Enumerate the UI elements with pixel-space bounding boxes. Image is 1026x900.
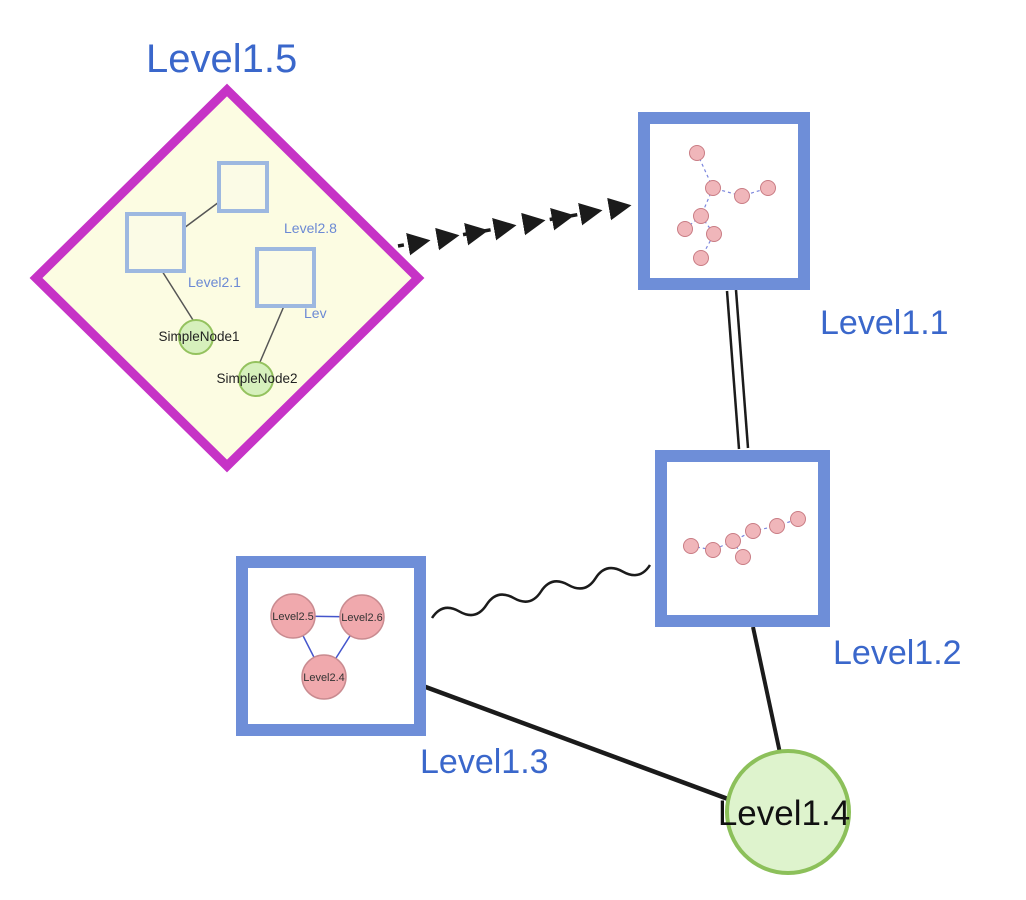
- label-level1-2: Level1.2: [833, 634, 962, 672]
- edge-level13-to-level12[interactable]: [430, 564, 652, 619]
- solid-edge[interactable]: [422, 683, 729, 802]
- diamond-shape[interactable]: [29, 83, 425, 473]
- node-simplenode2[interactable]: [238, 361, 274, 397]
- inner-edge: [259, 305, 285, 363]
- node-level1-5[interactable]: Level2.8 Level2.1 Lev SimpleNode1 Simple…: [29, 83, 425, 473]
- edge-level12-to-level14[interactable]: [751, 626, 782, 754]
- node-level2-lev[interactable]: [255, 247, 316, 308]
- node-level1-3[interactable]: Level2.5 Level2.6 Level2.4: [236, 556, 426, 736]
- inner-edge: [183, 201, 220, 229]
- group-square[interactable]: [236, 556, 426, 736]
- circle-shape[interactable]: [725, 749, 851, 875]
- mini-node[interactable]: [683, 538, 699, 554]
- mini-node[interactable]: [693, 250, 709, 266]
- label-level1-3: Level1.3: [420, 743, 549, 781]
- node-level1-2[interactable]: [655, 450, 830, 627]
- mini-node[interactable]: [760, 180, 776, 196]
- double-edge-line-2[interactable]: [734, 289, 750, 449]
- label-level1-5: Level1.5: [146, 37, 297, 81]
- node-level2-5[interactable]: [270, 593, 316, 639]
- wavy-edge[interactable]: [430, 564, 652, 619]
- label-simplenode1: SimpleNode1: [158, 329, 239, 344]
- mini-node[interactable]: [677, 221, 693, 237]
- mini-node[interactable]: [745, 523, 761, 539]
- label-simplenode2: SimpleNode2: [216, 371, 297, 386]
- node-level2-6[interactable]: [339, 594, 385, 640]
- node-level1-4[interactable]: Level1.4: [718, 749, 851, 875]
- level1-2-minigraph: [683, 511, 806, 565]
- inner-edge: [161, 270, 194, 321]
- mini-node[interactable]: [706, 226, 722, 242]
- mini-node[interactable]: [693, 208, 709, 224]
- mini-node[interactable]: [790, 511, 806, 527]
- mini-node[interactable]: [705, 180, 721, 196]
- label-level2-8: Level2.8: [284, 220, 337, 236]
- label-level1-4: Level1.4: [718, 794, 850, 833]
- edge-level13-to-level14[interactable]: [422, 683, 729, 802]
- edge-level15-to-level11[interactable]: [397, 197, 632, 256]
- mini-node[interactable]: [725, 533, 741, 549]
- group-square[interactable]: [655, 450, 830, 627]
- label-level1-1: Level1.1: [820, 304, 949, 342]
- edge-level11-to-level12[interactable]: [725, 289, 750, 450]
- label-level2-6: Level2.6: [341, 612, 383, 624]
- node-simplenode1[interactable]: [178, 319, 214, 355]
- label-level2-4: Level2.4: [303, 672, 345, 684]
- solid-edge[interactable]: [751, 626, 782, 754]
- mini-node[interactable]: [735, 549, 751, 565]
- double-edge-line-1[interactable]: [725, 290, 741, 450]
- group-square[interactable]: [638, 112, 810, 290]
- mini-node[interactable]: [734, 188, 750, 204]
- dashed-arrow-edge[interactable]: [397, 197, 632, 256]
- label-level2-1: Level2.1: [188, 274, 241, 290]
- node-level1-1[interactable]: [638, 112, 810, 290]
- level1-1-minigraph: [677, 145, 776, 266]
- mini-node[interactable]: [705, 542, 721, 558]
- mini-node[interactable]: [769, 518, 785, 534]
- label-level2-lev: Lev: [304, 305, 327, 321]
- level1-3-minigraph: Level2.5 Level2.6 Level2.4: [270, 593, 385, 700]
- mini-node[interactable]: [689, 145, 705, 161]
- node-level2-8[interactable]: [217, 161, 269, 213]
- node-level2-1[interactable]: [125, 212, 186, 273]
- node-level2-4[interactable]: [301, 654, 347, 700]
- label-level2-5: Level2.5: [272, 611, 314, 623]
